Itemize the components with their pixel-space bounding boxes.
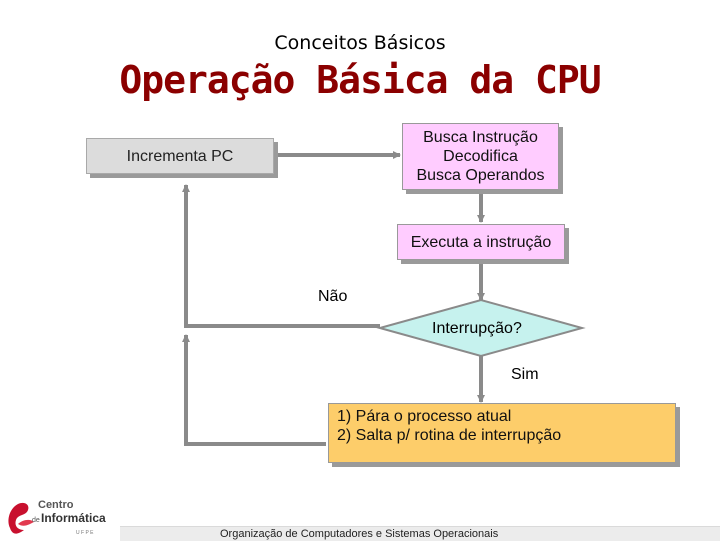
logo-line-1: Centro: [38, 499, 74, 511]
page-title: Operação Básica da CPU: [119, 58, 601, 102]
interrupt-line-1: 1) Pára o processo atual: [337, 408, 512, 425]
incrementa-pc-label: Incrementa PC: [126, 147, 234, 165]
page-subtitle: Conceitos Básicos: [274, 32, 446, 54]
arrow-no-back-to-incrementa: [182, 184, 380, 328]
busca-line-2: Decodifica: [443, 148, 518, 165]
yes-label: Sim: [511, 366, 539, 383]
no-label: Não: [318, 288, 348, 305]
incrementa-pc-box: Incrementa PC: [86, 138, 274, 174]
logo-line-2: Informática: [41, 511, 106, 525]
executa-label: Executa a instrução: [410, 233, 552, 251]
interrupt-actions-box: 1) Pára o processo atual 2) Salta p/ rot…: [328, 403, 676, 463]
decision-diamond: [376, 298, 586, 358]
footer-bar: Organização de Computadores e Sistemas O…: [120, 526, 720, 541]
busca-line-3: Busca Operandos: [416, 167, 545, 184]
arrow-interrupt-back: [182, 334, 326, 446]
executa-instrucao-box: Executa a instrução: [397, 224, 565, 260]
logo-line-3: U F P E: [76, 530, 94, 536]
busca-line-1: Busca Instrução: [423, 129, 538, 146]
footer-text: Organização de Computadores e Sistemas O…: [220, 528, 499, 540]
interrupt-line-2: 2) Salta p/ rotina de interrupção: [337, 427, 562, 444]
logo-line-2-prefix: de: [32, 517, 40, 524]
decision-label: Interrupção?: [432, 320, 522, 337]
centro-de-informatica-logo: Centro de Informática U F P E: [8, 499, 106, 536]
logo-mark-icon: [8, 502, 34, 534]
busca-instrucao-box: Busca Instrução Decodifica Busca Operand…: [402, 123, 559, 190]
